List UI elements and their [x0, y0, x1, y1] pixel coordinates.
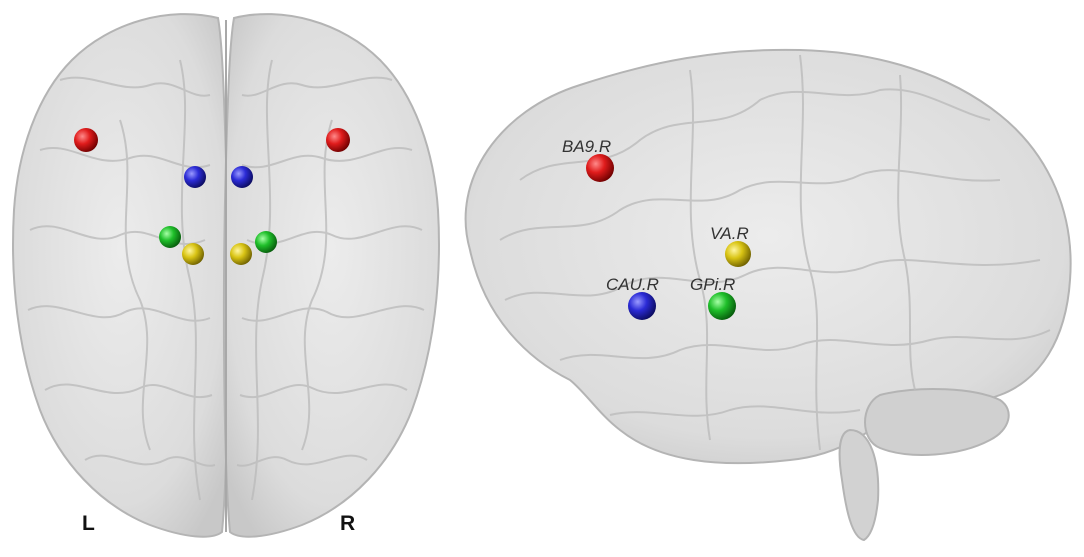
cerebellum: [864, 387, 1010, 456]
node-green-right: [255, 231, 277, 253]
gyri-texture: [27, 59, 425, 501]
region-label-ba9: BA9.R: [562, 137, 611, 156]
node-ba9: [586, 154, 614, 182]
node-cau: [628, 292, 656, 320]
sagittal-nodes: [586, 154, 751, 320]
node-yellow-right: [230, 243, 252, 265]
cerebrum: [464, 48, 1072, 465]
node-va: [725, 241, 751, 267]
node-blue-right: [231, 166, 253, 188]
left-side-label: L: [82, 512, 95, 535]
axial-nodes: [74, 128, 350, 265]
axial-brain-view: [12, 13, 440, 538]
node-yellow-left: [182, 243, 204, 265]
brainstem: [838, 428, 880, 542]
node-red-left: [74, 128, 98, 152]
right-side-label: R: [340, 512, 355, 535]
region-label-gpi: GPi.R: [690, 275, 735, 294]
node-gpi: [708, 292, 736, 320]
right-hemisphere: [222, 13, 440, 538]
region-label-cau: CAU.R: [606, 275, 659, 294]
node-red-right: [326, 128, 350, 152]
region-label-va: VA.R: [710, 224, 749, 243]
sagittal-gyri-texture: [499, 54, 1051, 451]
sagittal-brain-view: [464, 48, 1072, 542]
node-green-left: [159, 226, 181, 248]
node-blue-left: [184, 166, 206, 188]
